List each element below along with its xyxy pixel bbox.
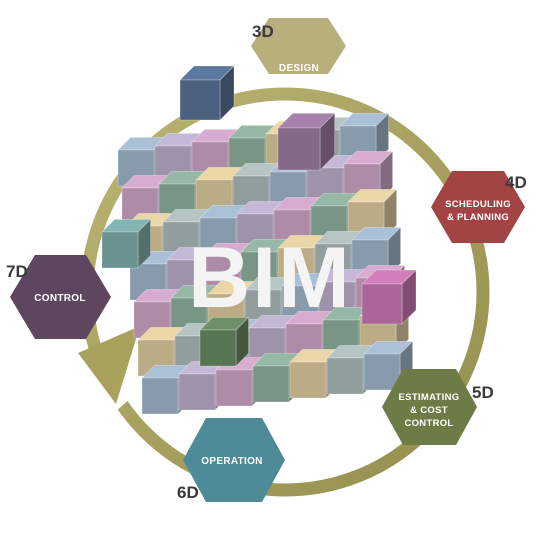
bim-title: BIM	[188, 230, 352, 326]
control-dimension: 7D	[6, 262, 28, 281]
estimating-label-line-3: CONTROL	[404, 418, 453, 429]
operation-dimension: 6D	[177, 483, 199, 502]
bim-cube	[101, 65, 417, 415]
operation-label: OPERATION	[201, 456, 262, 467]
node-design: DESIGN 3D	[251, 18, 346, 74]
scheduling-label-line-2: & PLANNING	[447, 212, 509, 223]
control-label: CONTROL	[34, 293, 86, 304]
scheduling-hexagon	[431, 171, 525, 243]
estimating-hexagon	[382, 369, 477, 445]
node-estimating: ESTIMATING & COST CONTROL 5D	[382, 369, 494, 445]
cycle-arrow-head	[78, 326, 140, 404]
node-scheduling: SCHEDULING & PLANNING 4D	[431, 171, 527, 243]
design-label: DESIGN	[279, 63, 319, 74]
cube-block	[361, 269, 417, 325]
cube-block	[199, 316, 250, 367]
operation-hexagon	[183, 418, 285, 502]
design-dimension: 3D	[252, 22, 274, 41]
cube-block	[133, 288, 184, 339]
cube-block	[101, 218, 152, 269]
estimating-label-line-2: & COST	[410, 405, 448, 416]
design-hexagon	[251, 18, 346, 74]
estimating-dimension: 5D	[472, 383, 494, 402]
cube-block	[277, 112, 336, 171]
node-operation: OPERATION 6D	[177, 418, 285, 502]
control-hexagon	[10, 255, 111, 339]
scheduling-dimension: 4D	[505, 173, 527, 192]
scheduling-label-line-1: SCHEDULING	[445, 199, 511, 210]
cube-block	[179, 65, 235, 121]
node-control: CONTROL 7D	[6, 255, 111, 339]
estimating-label-line-1: ESTIMATING	[399, 392, 460, 403]
